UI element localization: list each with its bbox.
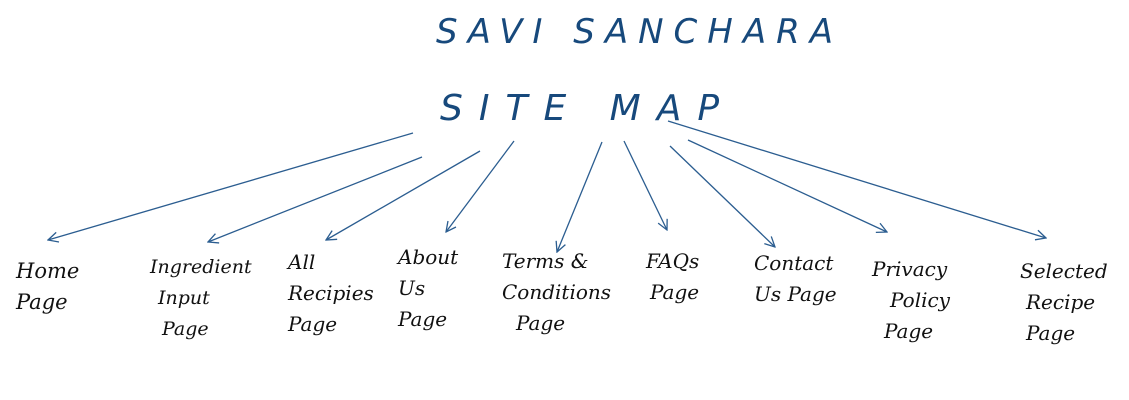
node-label-line: Policy xyxy=(890,288,950,312)
node-label-line: Page xyxy=(884,319,934,343)
site-title: SAVI SANCHARA xyxy=(436,12,843,52)
node-ingredient-input-page: Ingredient Input Page xyxy=(150,252,252,345)
node-about-us-page: About Us Page xyxy=(398,242,458,335)
node-label-line: Terms & xyxy=(502,249,589,273)
arrow-ingredient-input-page xyxy=(208,156,423,242)
node-label-line: Ingredient xyxy=(150,256,252,278)
node-label-line: About xyxy=(398,245,459,269)
node-label-line: Recipe xyxy=(1026,290,1096,314)
node-label-line: Page xyxy=(1026,321,1076,345)
node-label-line: Page xyxy=(516,311,566,335)
node-selected-recipe-page: Selected Recipe Page xyxy=(1020,256,1108,349)
node-label-line: FAQs xyxy=(646,249,700,273)
node-label-line: Page xyxy=(162,318,209,340)
arrow-all-recipies-page xyxy=(326,150,481,240)
node-label-line: Recipies xyxy=(288,281,374,305)
node-contact-us-page: Contact Us Page xyxy=(754,248,837,310)
arrow-privacy-policy-page xyxy=(687,139,887,232)
node-terms-conditions-page: Terms & Conditions Page xyxy=(502,246,611,339)
arrow-faqs-page xyxy=(623,140,667,230)
node-label-line: Us Page xyxy=(754,282,837,306)
node-all-recipies-page: All Recipies Page xyxy=(288,247,374,340)
arrow-selected-recipe-page xyxy=(667,120,1046,238)
node-home-page: Home Page xyxy=(16,256,79,318)
node-label-line: All xyxy=(288,250,316,274)
node-label-line: Page xyxy=(16,290,68,314)
arrow-about-us-page xyxy=(446,140,515,232)
node-label-line: Privacy xyxy=(872,257,948,281)
arrow-home-page xyxy=(48,132,414,240)
node-faqs-page: FAQs Page xyxy=(646,246,699,308)
arrow-terms-conditions-page xyxy=(557,141,603,252)
node-privacy-policy-page: Privacy Policy Page xyxy=(872,254,950,347)
node-label-line: Input xyxy=(158,287,210,309)
node-label-line: Page xyxy=(288,312,338,336)
node-label-line: Us xyxy=(398,276,426,300)
arrow-contact-us-page xyxy=(669,145,775,247)
node-label-line: Page xyxy=(398,307,448,331)
node-label-line: Page xyxy=(650,280,700,304)
node-label-line: Selected xyxy=(1020,259,1108,283)
node-label-line: Contact xyxy=(754,251,834,275)
node-label-line: Home xyxy=(16,259,80,283)
node-label-line: Conditions xyxy=(502,280,612,304)
